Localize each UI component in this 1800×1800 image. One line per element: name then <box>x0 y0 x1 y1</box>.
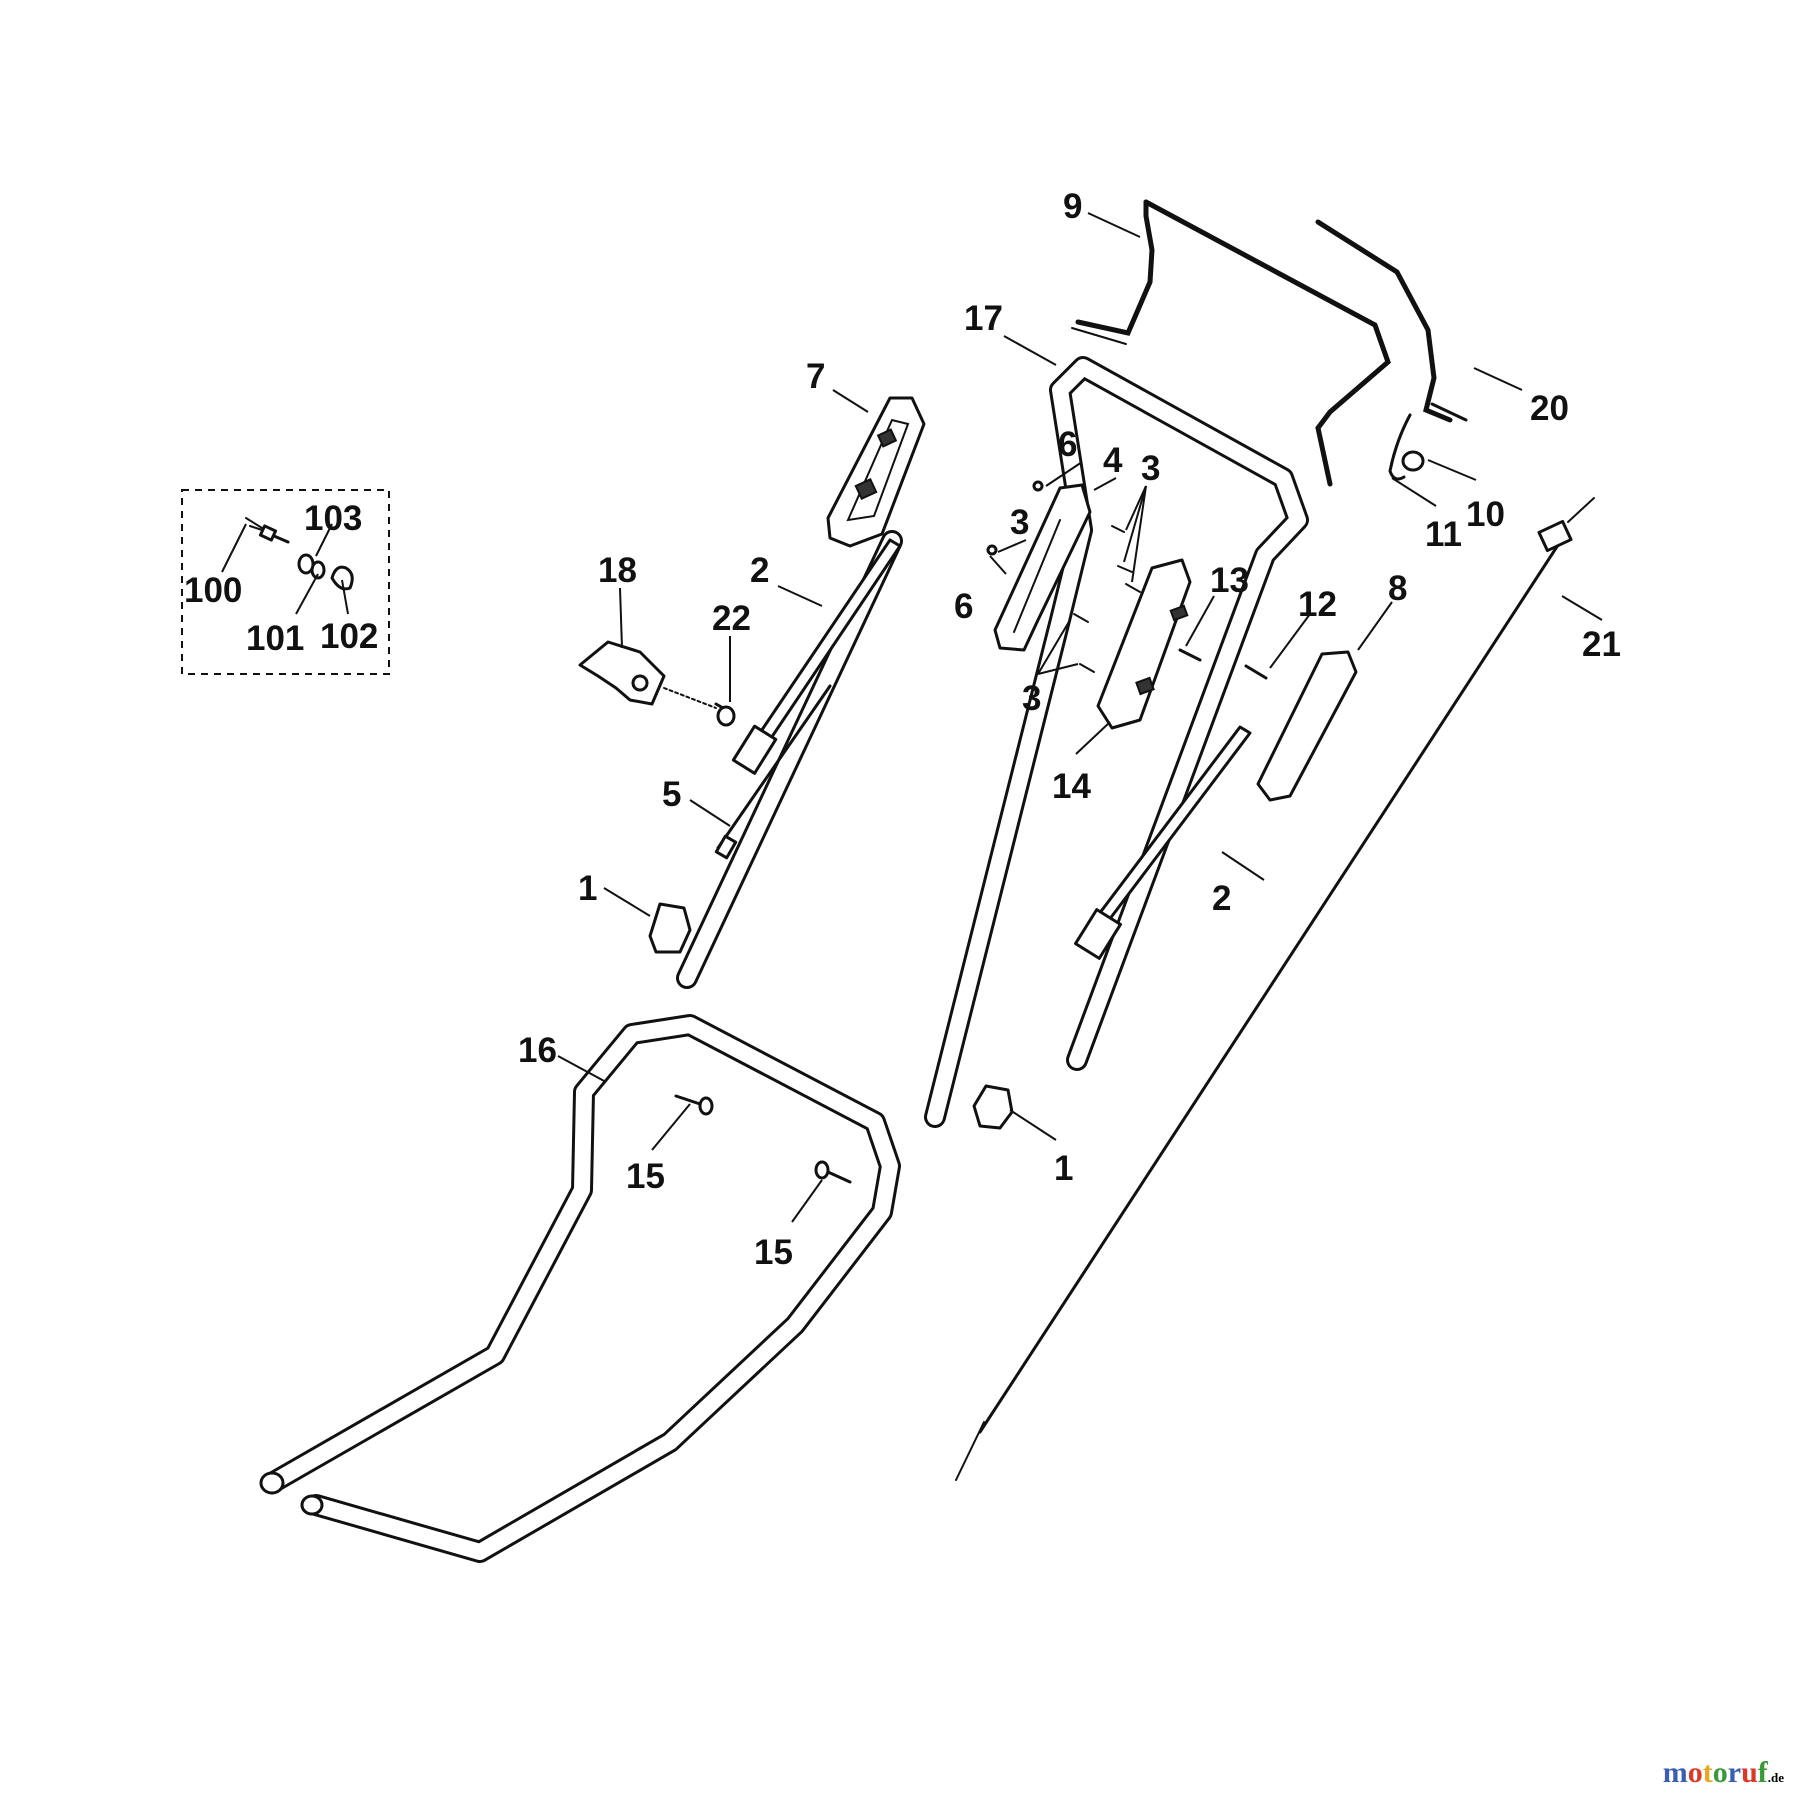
part-17-upper-handle <box>676 356 1309 1128</box>
part-102-cap-nut <box>330 565 354 591</box>
part-6-washers <box>986 480 1044 556</box>
callout-16: 16 <box>518 1031 557 1070</box>
part-22-screw <box>714 702 736 727</box>
part-18-cable-clamp <box>578 640 717 709</box>
part-100-screw <box>245 517 290 544</box>
part-8-grip <box>1256 650 1358 802</box>
callout-4: 4 <box>1103 441 1123 480</box>
watermark-brand: motoruf <box>1663 1756 1768 1789</box>
callout-6a: 6 <box>1058 425 1077 464</box>
part-15-bolt-right <box>814 1160 852 1184</box>
callout-1a: 1 <box>578 869 597 908</box>
callout-1b: 1 <box>1054 1149 1073 1188</box>
part-1-knob-right <box>972 1084 1014 1130</box>
callout-100: 100 <box>184 571 242 610</box>
callout-5: 5 <box>662 775 681 814</box>
leader-lines <box>221 212 1603 1223</box>
watermark-letter: f <box>1757 1756 1768 1789</box>
callout-10: 10 <box>1466 495 1505 534</box>
callout-11: 11 <box>1425 515 1462 554</box>
callout-12: 12 <box>1298 585 1337 624</box>
callout-3b: 3 <box>1010 503 1029 542</box>
part-21-bowden-cable <box>955 497 1595 1481</box>
part-16-lower-handle <box>259 1014 901 1563</box>
callout-2a: 2 <box>750 551 769 590</box>
callout-22: 22 <box>712 599 751 638</box>
callout-17: 17 <box>964 299 1003 338</box>
callout-2b: 2 <box>1212 879 1231 918</box>
part-4-cover <box>993 483 1092 652</box>
part-103-washer <box>297 553 315 575</box>
part-2-handle-cover-right <box>1074 725 1252 960</box>
callout-101: 101 <box>246 619 304 658</box>
callout-labels: 9 17 7 6 4 3 3 6 3 13 12 8 14 20 11 10 2… <box>184 187 1621 1272</box>
callout-6b: 6 <box>954 587 973 626</box>
callout-14: 14 <box>1052 767 1091 806</box>
callout-15b: 15 <box>754 1233 793 1272</box>
watermark-suffix: .de <box>1767 1770 1784 1785</box>
watermark-logo: motoruf.de <box>1663 1756 1784 1790</box>
watermark-letter: o <box>1687 1756 1703 1789</box>
part-3-screws <box>1073 525 1141 673</box>
callout-21: 21 <box>1582 625 1621 664</box>
callout-15a: 15 <box>626 1157 665 1196</box>
part-7-switch-housing <box>826 396 926 548</box>
part-10-washer <box>1401 450 1425 472</box>
watermark-letter: u <box>1741 1756 1758 1789</box>
watermark-letter: o <box>1712 1756 1728 1789</box>
callout-13: 13 <box>1210 561 1249 600</box>
callout-3a: 3 <box>1141 449 1160 488</box>
watermark-letter: r <box>1727 1756 1742 1789</box>
part-5-cable <box>714 684 832 860</box>
watermark-letter: m <box>1662 1756 1688 1789</box>
detail-box-small-parts <box>181 489 390 675</box>
part-2-handle-cover-left <box>731 538 902 775</box>
part-12-screw <box>1244 664 1268 680</box>
part-13-pin <box>1178 648 1202 662</box>
callout-102: 102 <box>320 617 378 656</box>
part-15-bolt-left <box>674 1094 714 1116</box>
callout-9: 9 <box>1063 187 1082 226</box>
callout-8: 8 <box>1388 569 1407 608</box>
part-11-spring <box>1388 413 1412 481</box>
callout-7: 7 <box>806 357 825 396</box>
callout-20: 20 <box>1530 389 1569 428</box>
callout-103: 103 <box>304 499 362 538</box>
part-20-drive-bail <box>1315 219 1468 423</box>
callout-3c: 3 <box>1022 679 1041 718</box>
part-9-bail-bar <box>1071 199 1391 487</box>
watermark-letter: t <box>1702 1756 1713 1789</box>
part-14-housing <box>1096 558 1192 730</box>
callout-18: 18 <box>598 551 637 590</box>
part-1-knob-left <box>648 902 692 954</box>
